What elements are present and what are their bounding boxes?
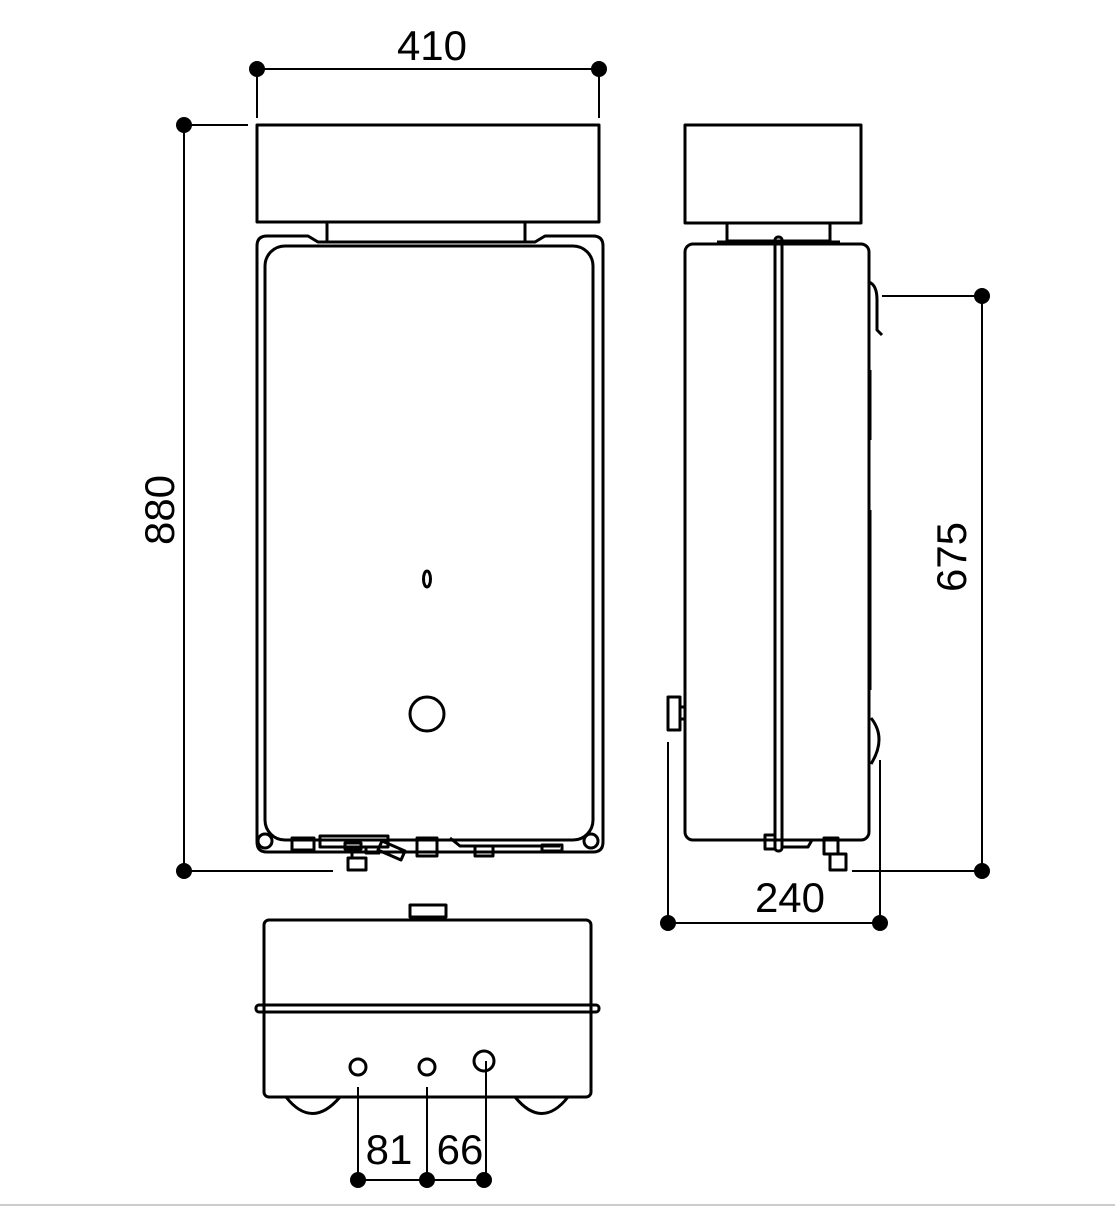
pipe-connection [472,1049,496,1073]
depth-label: 240 [755,874,825,921]
side-body [683,242,871,842]
indicator-light [422,569,432,589]
front-flue-box [255,123,601,224]
dimension-side-height: 675 [852,288,990,879]
height-label: 880 [136,475,183,545]
bottom-view [254,903,601,1115]
pipe-connection [348,1057,368,1077]
front-panel [263,244,595,842]
dimension-width: 410 [249,22,607,118]
side-view [666,123,884,872]
width-label: 410 [397,22,467,69]
control-knob [408,695,446,733]
front-neck [325,220,527,244]
front-body-outer [255,234,605,854]
screw [256,832,274,850]
dimension-spacing: 81 66 [350,1061,492,1188]
pipe-connection [417,1057,437,1077]
bottom-body [262,918,593,1099]
dimension-height: 880 [136,117,333,879]
spacing-left-label: 81 [366,1126,413,1173]
spacing-right-label: 66 [437,1126,484,1173]
screw [582,832,600,850]
side-height-label: 675 [928,522,975,592]
front-fittings [290,834,564,872]
side-flue-box [683,123,863,225]
dimension-depth: 240 [660,742,888,931]
front-view [255,123,605,872]
mounting-bracket [773,235,784,853]
